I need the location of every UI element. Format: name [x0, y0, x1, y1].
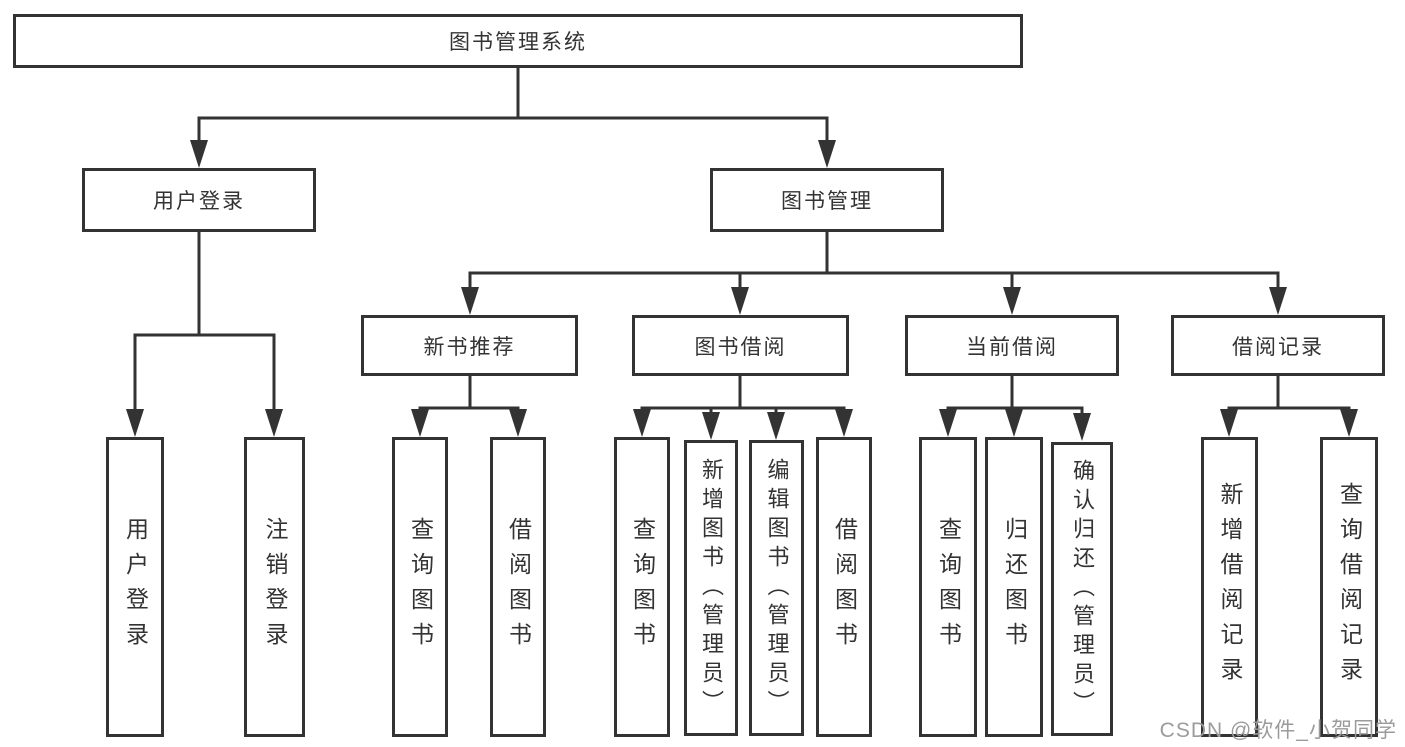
- leaf-return-books-label: 归还图书: [1001, 517, 1028, 657]
- node-borrow-records: 借阅记录: [1171, 315, 1385, 376]
- node-book-management: 图书管理: [710, 168, 944, 232]
- leaf-query-books-recommend: 查询图书: [392, 437, 448, 737]
- node-current-borrow: 当前借阅: [905, 315, 1119, 376]
- leaf-query-books-recommend-label: 查询图书: [407, 517, 434, 657]
- leaf-borrow-books: 借阅图书: [816, 437, 872, 737]
- leaf-query-books-current-label: 查询图书: [935, 517, 962, 657]
- leaf-add-books-admin-label: 新增图书（管理员）: [699, 457, 724, 719]
- leaf-query-borrow-record: 查询借阅记录: [1320, 437, 1378, 737]
- leaf-logout: 注销登录: [244, 437, 305, 737]
- node-root-label: 图书管理系统: [449, 31, 587, 54]
- arrowheads: [126, 140, 1358, 441]
- leaf-query-borrow-record-label: 查询借阅记录: [1336, 482, 1363, 692]
- csdn-watermark: CSDN @软件_小贺同学: [1159, 719, 1397, 742]
- node-borrow-records-label: 借阅记录: [1232, 335, 1324, 359]
- leaf-return-books: 归还图书: [985, 437, 1043, 737]
- node-new-book-recommend-label: 新书推荐: [423, 335, 516, 359]
- leaf-user-login-label: 用户登录: [122, 517, 149, 657]
- leaf-query-books-current: 查询图书: [919, 437, 977, 737]
- leaf-query-books-borrow-label: 查询图书: [629, 517, 656, 657]
- node-new-book-recommend: 新书推荐: [361, 315, 578, 376]
- tree-edges: [133, 68, 1351, 414]
- leaf-borrow-books-recommend: 借阅图书: [490, 437, 546, 737]
- node-user-login-label: 用户登录: [153, 190, 245, 213]
- node-book-management-label: 图书管理: [781, 190, 873, 213]
- leaf-confirm-return-admin-label: 确认归还（管理员）: [1070, 458, 1095, 720]
- leaf-add-books-admin: 新增图书（管理员）: [684, 440, 738, 736]
- leaf-borrow-books-recommend-label: 借阅图书: [505, 517, 532, 657]
- node-book-borrow-label: 图书借阅: [694, 335, 787, 359]
- leaf-add-borrow-record: 新增借阅记录: [1201, 437, 1258, 737]
- leaf-query-books-borrow: 查询图书: [614, 437, 670, 737]
- leaf-edit-books-admin-label: 编辑图书（管理员）: [764, 457, 790, 719]
- leaf-user-login: 用户登录: [106, 437, 164, 737]
- node-current-borrow-label: 当前借阅: [966, 335, 1058, 359]
- leaf-confirm-return-admin: 确认归还（管理员）: [1051, 442, 1113, 736]
- leaf-logout-label: 注销登录: [262, 517, 288, 657]
- leaf-edit-books-admin: 编辑图书（管理员）: [749, 440, 804, 736]
- node-root: 图书管理系统: [13, 14, 1023, 68]
- leaf-add-borrow-record-label: 新增借阅记录: [1217, 482, 1243, 692]
- node-book-borrow: 图书借阅: [632, 315, 849, 376]
- node-user-login: 用户登录: [82, 168, 316, 232]
- leaf-borrow-books-label: 借阅图书: [831, 517, 858, 657]
